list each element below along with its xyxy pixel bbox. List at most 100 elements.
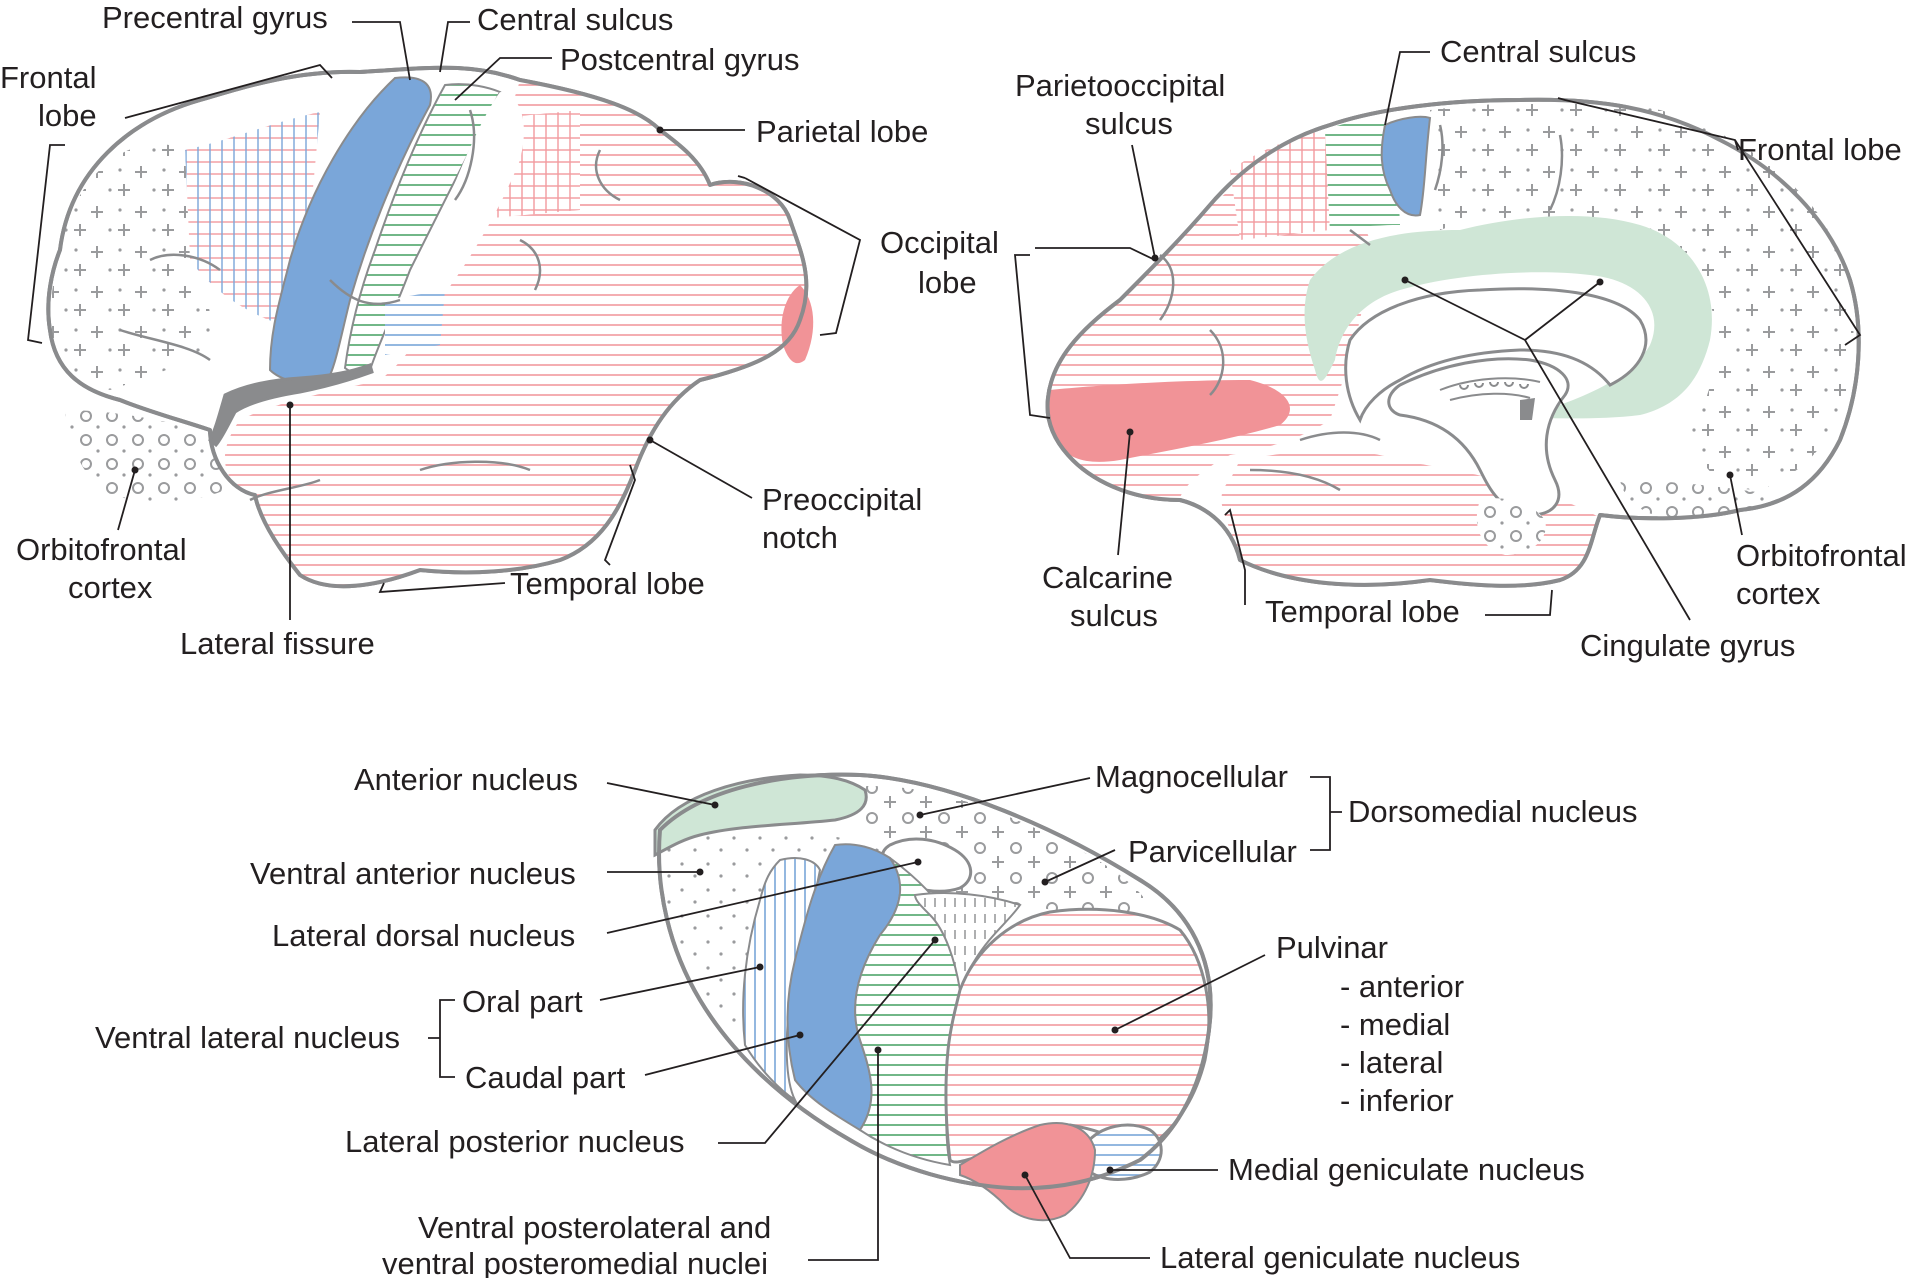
thalamus-outline-stroke xyxy=(657,772,1213,1191)
label-lateral-geniculate: Lateral geniculate nucleus xyxy=(1160,1240,1520,1275)
label-cingulate-gyrus: Cingulate gyrus xyxy=(1580,628,1795,663)
lateral-fissure-shape xyxy=(208,363,374,448)
leader-preoccipital-notch xyxy=(649,439,753,499)
leader-vpl-vpm xyxy=(808,1050,879,1261)
label-frontal-lobe-medial: Frontal lobe xyxy=(1738,132,1902,167)
label-precentral-gyrus: Precentral gyrus xyxy=(102,0,328,35)
leader-temporal-bracket xyxy=(603,464,636,566)
leader-ventral-lateral-bracket xyxy=(428,999,455,1078)
leader-orbitofrontal-medial xyxy=(1729,474,1743,536)
label-anterior-nucleus: Anterior nucleus xyxy=(354,762,578,797)
leader-calcarine xyxy=(1117,431,1131,556)
lateral-brain-outline-stroke xyxy=(46,65,809,589)
leader-magnocellular xyxy=(919,777,1091,816)
leader-frontal-lobe-bracket xyxy=(27,144,65,344)
leader-anterior-nucleus xyxy=(606,782,716,806)
thalamus-lateral-geniculate xyxy=(959,1122,1097,1222)
label-orbitofrontal-2: cortex xyxy=(68,570,153,605)
medial-calcarine-sulcus xyxy=(1048,380,1290,462)
label-preoccipital-notch-2: notch xyxy=(762,520,838,555)
label-pulvinar-anterior: - anterior xyxy=(1340,969,1464,1004)
label-dorsomedial-nucleus: Dorsomedial nucleus xyxy=(1348,794,1637,829)
label-parvicellular: Parvicellular xyxy=(1128,834,1297,869)
medial-frontal-area xyxy=(1430,101,1854,490)
leader-occipital-medial xyxy=(1035,247,1156,261)
label-lateral-posterior-nucleus: Lateral posterior nucleus xyxy=(345,1124,684,1159)
label-lateral-dorsal-nucleus: Lateral dorsal nucleus xyxy=(272,918,575,953)
label-parietal-lobe: Parietal lobe xyxy=(756,114,928,149)
leader-pulvinar xyxy=(1114,954,1266,1031)
medial-corpus-callosum xyxy=(1344,287,1648,424)
thalamus-dorsomedial-area xyxy=(830,785,1155,915)
label-preoccipital-notch-1: Preoccipital xyxy=(762,482,922,517)
lateral-view: Precentral gyrus Central sulcus Postcent… xyxy=(0,0,999,661)
medial-view: Central sulcus Parietooccipital sulcus F… xyxy=(1014,34,1907,663)
label-parietooccipital-2: sulcus xyxy=(1085,106,1173,141)
leader-lateral-geniculate xyxy=(1024,1174,1150,1259)
label-medial-geniculate: Medial geniculate nucleus xyxy=(1228,1152,1585,1187)
label-postcentral-gyrus: Postcentral gyrus xyxy=(560,42,800,77)
leader-precentral-gyrus xyxy=(352,21,411,81)
label-occipital-lobe-1: Occipital xyxy=(880,225,999,260)
leader-central-sulcus-medial xyxy=(1384,51,1430,126)
leader-frontal-lobe-medial-2 xyxy=(1734,139,1739,151)
lateral-parietal-temporal-occipital-area xyxy=(224,80,807,587)
thalamus-pulvinar xyxy=(944,907,1211,1164)
medial-parietal-grid xyxy=(1230,130,1330,240)
leader-temporal-medial xyxy=(1224,508,1246,605)
leader-temporal-medial-2 xyxy=(1485,589,1553,616)
label-temporal-lobe-lateral: Temporal lobe xyxy=(510,566,705,601)
thalamus-view: Anterior nucleus Ventral anterior nucleu… xyxy=(95,759,1637,1278)
label-oral-part: Oral part xyxy=(462,984,583,1019)
leader-parietooccipital xyxy=(1131,144,1156,259)
label-calcarine-2: sulcus xyxy=(1070,598,1158,633)
leader-temporal-lobe xyxy=(378,582,506,594)
label-central-sulcus-lateral: Central sulcus xyxy=(477,2,673,37)
label-pulvinar-inferior: - inferior xyxy=(1340,1083,1454,1118)
leader-lateral-dorsal xyxy=(606,861,919,934)
label-vpl-vpm-1: Ventral posterolateral and xyxy=(418,1210,771,1245)
leader-orbitofrontal xyxy=(117,469,136,531)
medial-cerebellum-region xyxy=(1476,498,1546,555)
label-temporal-lobe-medial: Temporal lobe xyxy=(1265,594,1460,629)
lateral-sulcus-lines xyxy=(119,109,621,502)
leader-occipital-top xyxy=(737,175,746,179)
label-frontal-lobe-2: lobe xyxy=(38,98,97,133)
leader-cingulate-2 xyxy=(1524,281,1601,341)
label-magnocellular: Magnocellular xyxy=(1095,759,1288,794)
label-caudal-part: Caudal part xyxy=(465,1060,626,1095)
leader-occipital-lobe xyxy=(744,177,862,336)
medial-cingulate-gyrus xyxy=(1304,215,1712,419)
leader-postcentral-gyrus xyxy=(454,57,552,101)
label-orbitofrontal-medial-1: Orbitofrontal xyxy=(1736,538,1907,573)
label-central-sulcus-medial: Central sulcus xyxy=(1440,34,1636,69)
leader-oral-part xyxy=(599,966,761,1001)
leader-lateral-posterior xyxy=(718,939,936,1144)
label-pulvinar: Pulvinar xyxy=(1276,930,1388,965)
leader-occipital-medial-bracket xyxy=(1014,254,1051,419)
label-pulvinar-lateral: - lateral xyxy=(1340,1045,1443,1080)
lateral-auditory-hatch xyxy=(385,290,445,355)
leader-parvicellular xyxy=(1044,849,1116,883)
leader-central-sulcus xyxy=(439,21,470,73)
label-ventral-anterior-nucleus: Ventral anterior nucleus xyxy=(250,856,576,891)
label-orbitofrontal-medial-2: cortex xyxy=(1736,576,1821,611)
label-orbitofrontal-1: Orbitofrontal xyxy=(16,532,187,567)
medial-fornix-dark xyxy=(1520,398,1535,420)
thalamus-anterior-nucleus xyxy=(653,773,868,858)
leader-frontal-lobe xyxy=(124,63,333,119)
label-frontal-lobe-1: Frontal xyxy=(0,60,96,95)
medial-brainstem xyxy=(1387,357,1570,517)
label-ventral-lateral-nucleus: Ventral lateral nucleus xyxy=(95,1020,400,1055)
label-vpl-vpm-2: ventral posteromedial nuclei xyxy=(382,1246,768,1278)
label-pulvinar-medial: - medial xyxy=(1340,1007,1450,1042)
label-lateral-fissure: Lateral fissure xyxy=(180,626,375,661)
label-parietooccipital-1: Parietooccipital xyxy=(1015,68,1225,103)
label-occipital-lobe-2: lobe xyxy=(918,265,977,300)
label-calcarine-1: Calcarine xyxy=(1042,560,1173,595)
lateral-orbitofrontal-area xyxy=(65,410,225,502)
medial-paracentral-blue xyxy=(1380,115,1432,217)
medial-thalamus-detail xyxy=(1439,377,1541,401)
leader-dorsomedial-bracket xyxy=(1310,776,1342,851)
medial-sulcus-lines xyxy=(1158,124,1564,492)
